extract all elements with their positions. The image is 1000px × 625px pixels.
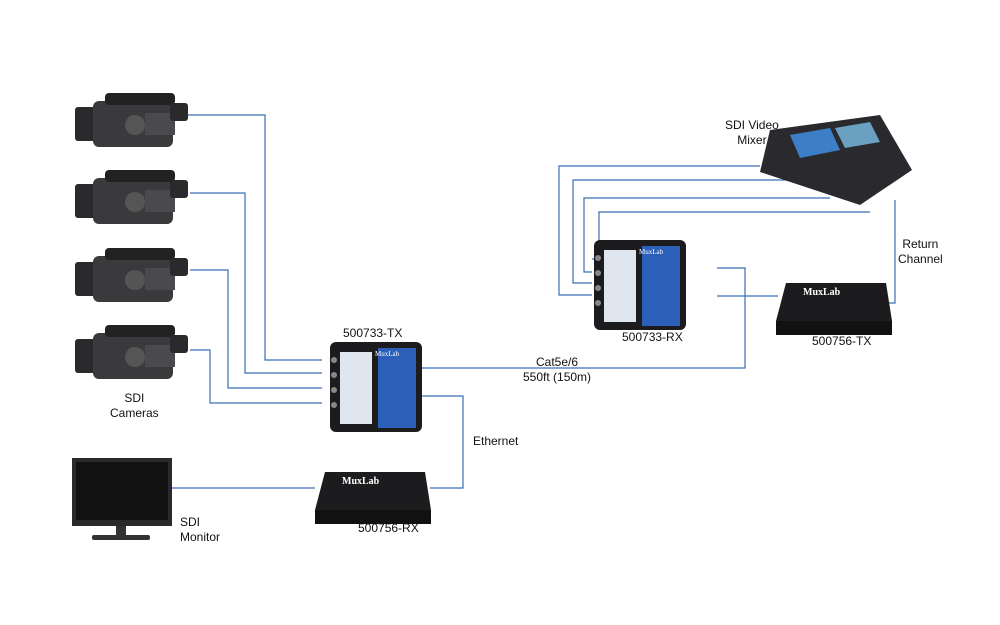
brand-logo: MuxLab <box>375 350 400 358</box>
sdi-cameras <box>75 93 188 379</box>
label-line: Cameras <box>110 406 159 420</box>
label-line: SDI <box>180 515 201 529</box>
label-line: Monitor <box>180 530 221 544</box>
label-500733-rx: 500733-RX <box>622 330 683 344</box>
brand-logo: MuxLab <box>803 287 841 298</box>
sdi-video-mixer <box>760 115 912 205</box>
sdi-monitor <box>72 458 172 540</box>
label-line: 550ft (150m) <box>523 370 592 384</box>
label-500756-tx: 500756-TX <box>812 334 872 348</box>
label-line: Mixer <box>737 133 767 147</box>
label-500756-rx: 500756-RX <box>358 521 419 535</box>
label-ethernet: Ethernet <box>473 434 519 448</box>
label-line: SDI <box>124 391 145 405</box>
brand-logo: MuxLab <box>639 248 664 256</box>
label-line: Cat5e/6 <box>536 355 579 369</box>
label-500733-tx: 500733-TX <box>343 326 403 340</box>
label-line: SDI Video <box>725 118 779 132</box>
label-line: Channel <box>898 252 943 266</box>
label-line: Return <box>902 237 939 251</box>
cable-lines <box>172 114 896 489</box>
brand-logo: MuxLab <box>342 476 380 487</box>
